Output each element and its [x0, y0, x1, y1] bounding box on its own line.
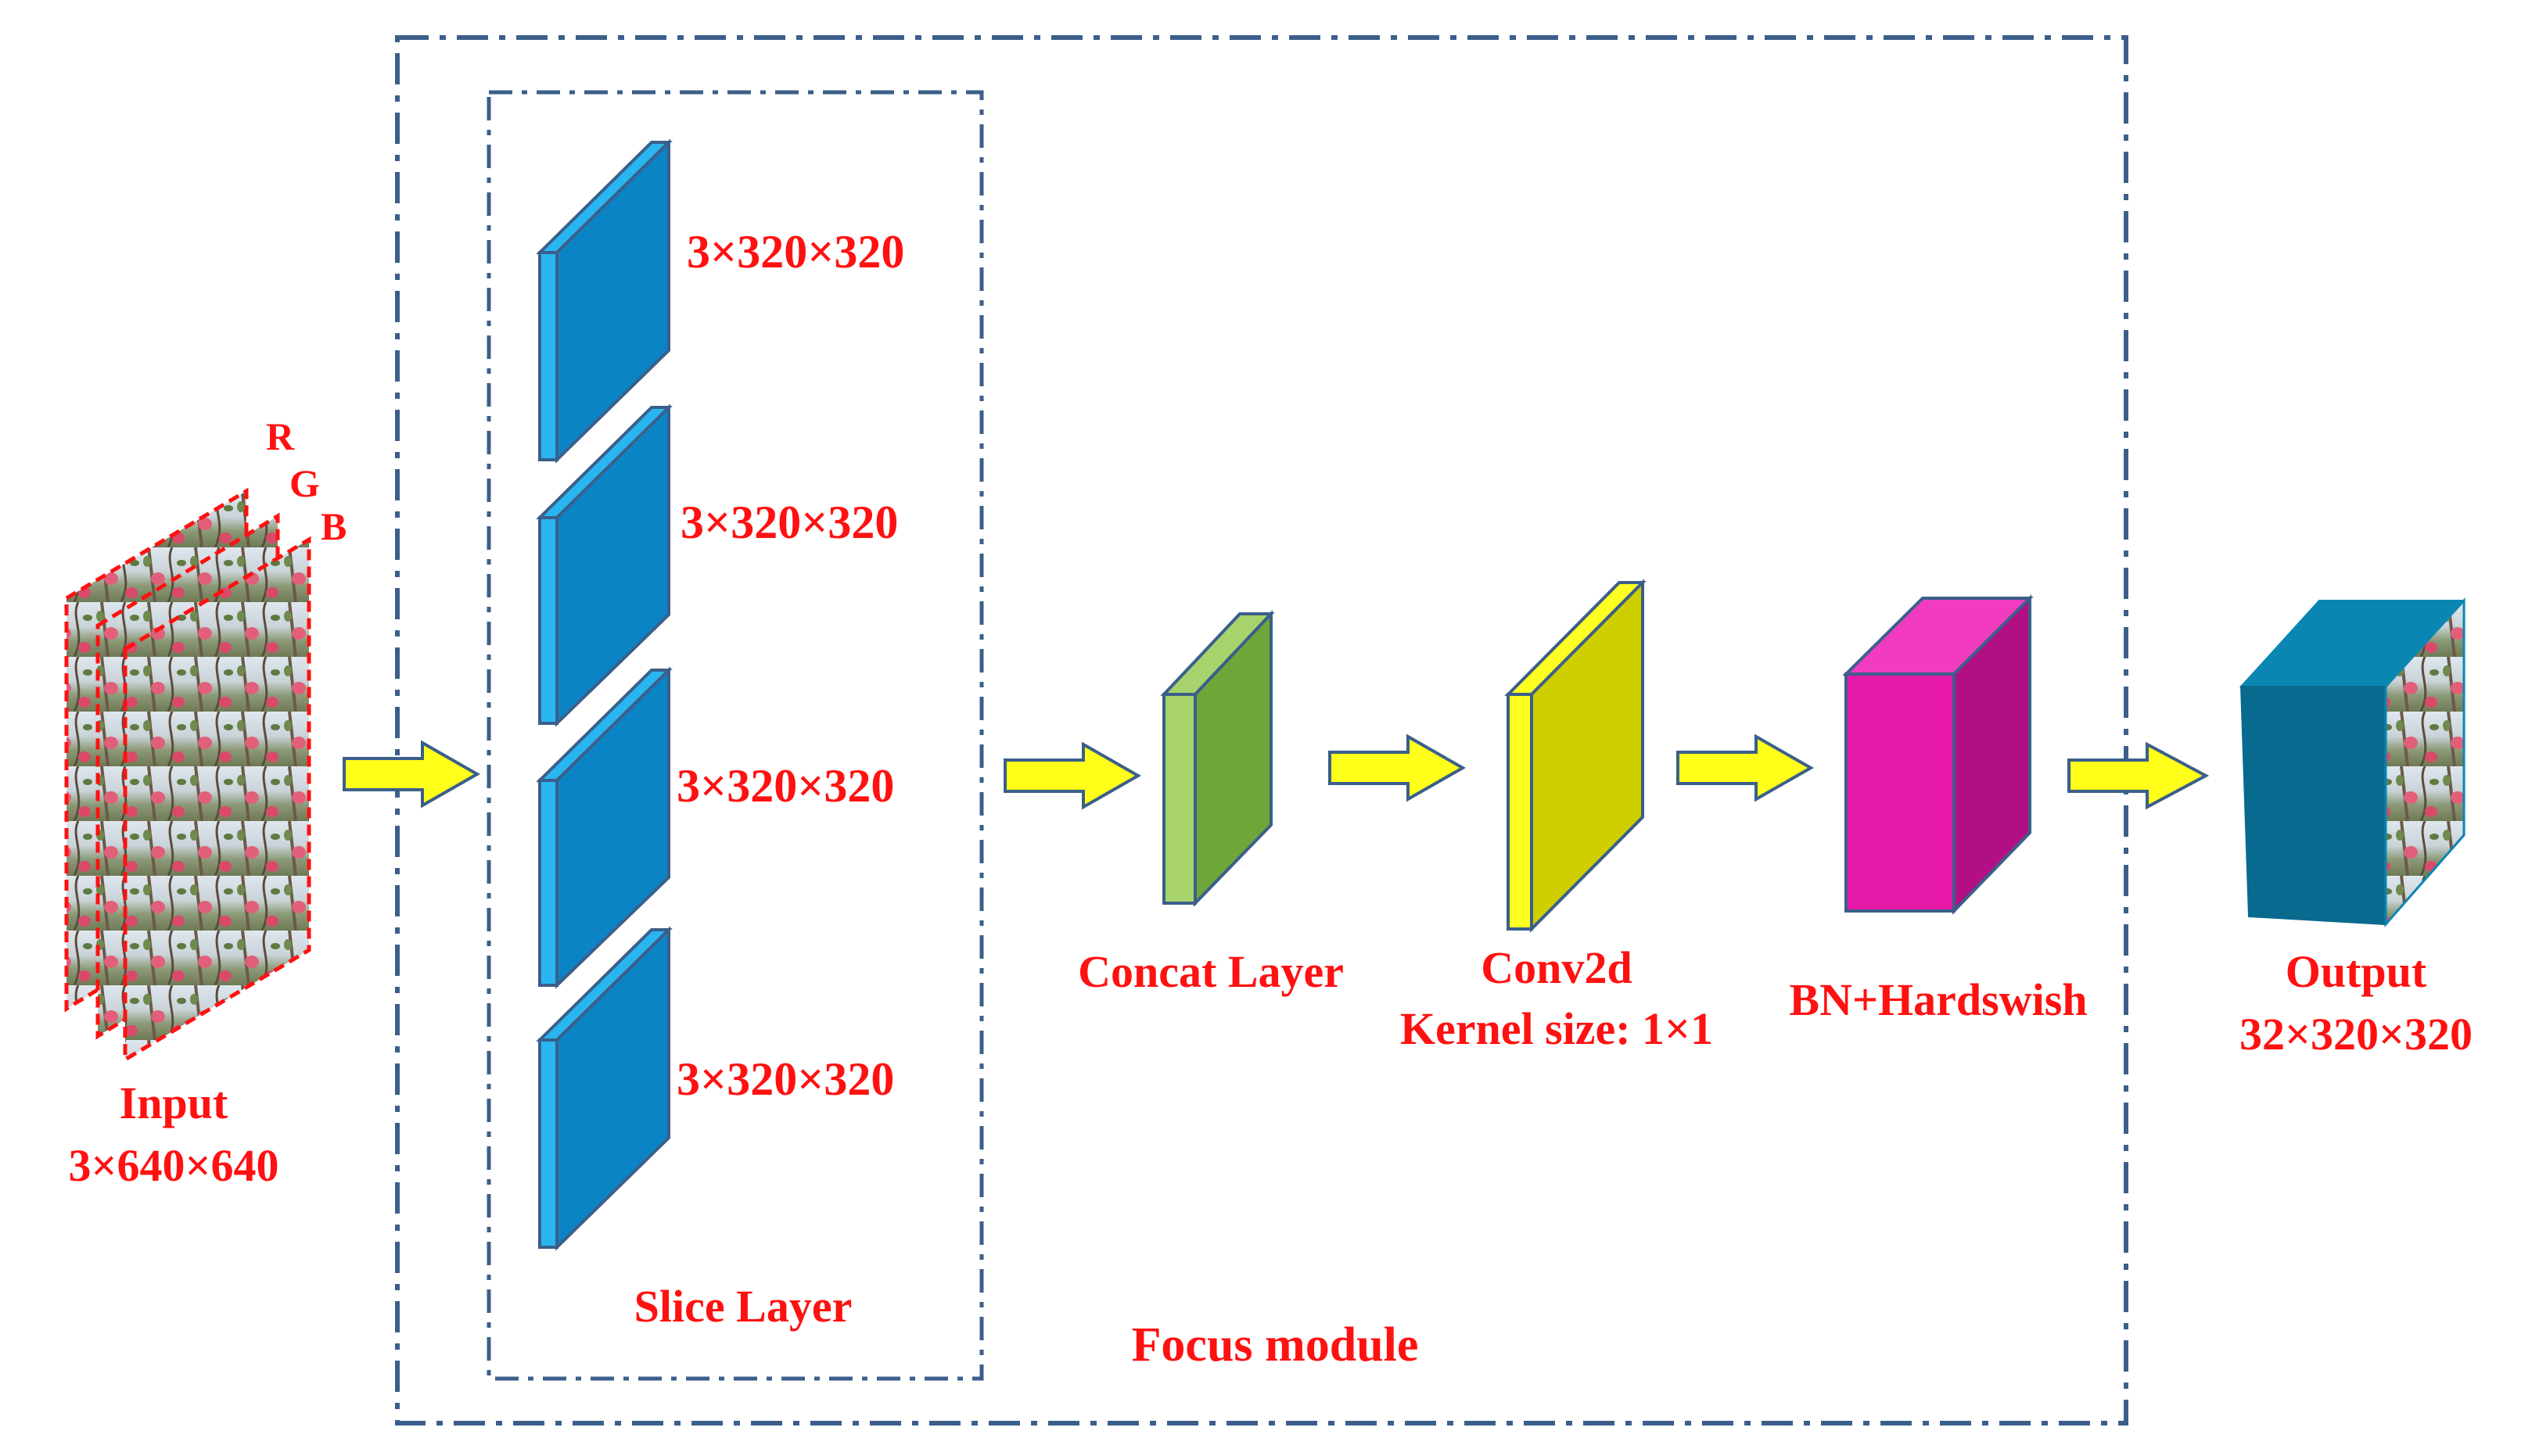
arrow-bn-to-output [2067, 741, 2210, 810]
arrow-slice-to-concat [1004, 741, 1142, 810]
slice-2-dims: 3×320×320 [681, 497, 898, 548]
bn-hardswish-block [1842, 594, 2034, 915]
slice-block-2 [536, 403, 673, 727]
input-channel-b-layer [123, 536, 311, 1063]
concat-block [1160, 609, 1275, 907]
focus-module-title: Focus module [1132, 1318, 1419, 1372]
conv2d-block [1504, 579, 1647, 933]
slice-block-1 [536, 138, 673, 464]
conv2d-title: Conv2d [1481, 942, 1632, 993]
output-title: Output [2286, 946, 2427, 997]
input-dims: 3×640×640 [68, 1140, 278, 1191]
arrow-input-to-slice [343, 740, 481, 809]
focus-module-frame [395, 35, 2128, 1426]
channel-label-g: G [289, 461, 320, 505]
arrow-conv-to-bn [1676, 733, 1815, 802]
conv2d-kernel: Kernel size: 1×1 [1400, 1003, 1713, 1054]
channel-label-r: R [266, 414, 295, 458]
slice-1-dims: 3×320×320 [687, 226, 904, 278]
output-dims: 32×320×320 [2239, 1009, 2473, 1060]
slice-layer-title: Slice Layer [634, 1281, 853, 1332]
slice-layer-frame [487, 90, 984, 1381]
input-image-stack [64, 487, 311, 1063]
input-title: Input [120, 1078, 228, 1128]
channel-label-b: B [321, 504, 347, 548]
slice-4-dims: 3×320×320 [677, 1053, 894, 1105]
output-block [2239, 597, 2466, 927]
bn-hardswish-title: BN+Hardswish [1789, 974, 2087, 1025]
slice-block-4 [536, 926, 673, 1251]
slice-3-dims: 3×320×320 [677, 760, 894, 812]
concat-title: Concat Layer [1078, 946, 1344, 997]
arrow-concat-to-conv [1328, 733, 1467, 802]
slice-block-3 [536, 666, 673, 989]
